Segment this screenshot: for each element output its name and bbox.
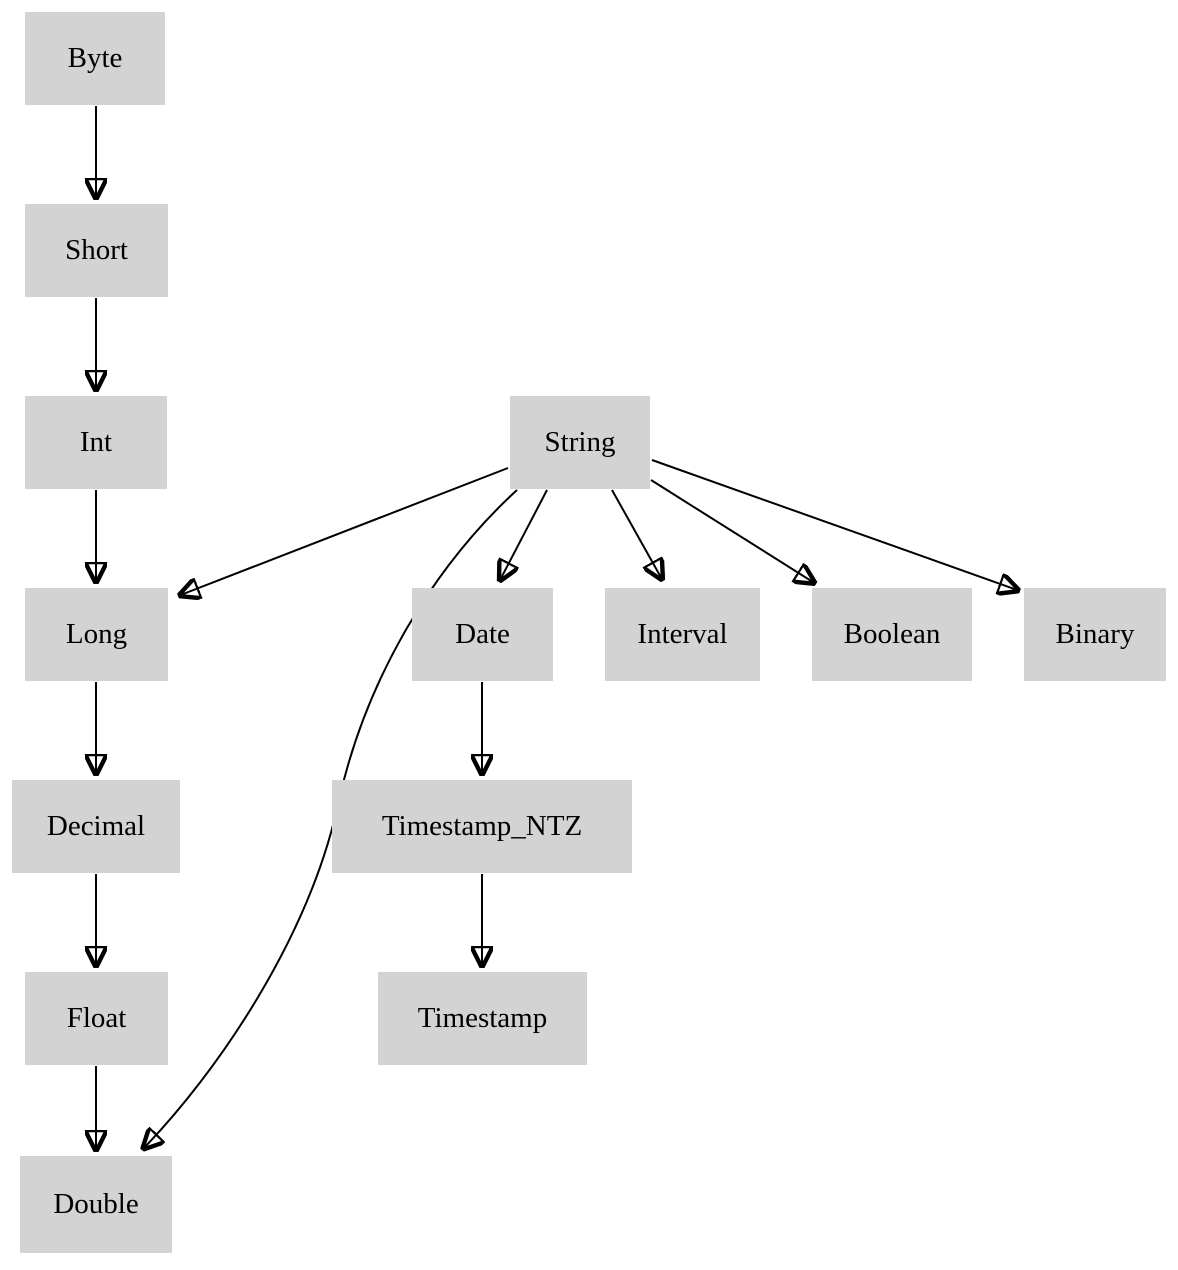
edge-string-boolean [650,479,816,584]
node-binary: Binary [1024,588,1166,681]
node-double: Double [20,1156,172,1253]
node-long: Long [25,588,168,681]
edge-string-date [499,489,548,582]
node-decimal: Decimal [12,780,180,873]
node-boolean: Boolean [812,588,972,681]
node-timestamp: Timestamp [378,972,587,1065]
node-date: Date [412,588,553,681]
node-string: String [510,396,650,489]
edge-string-binary [651,459,1020,591]
node-int: Int [25,396,167,489]
edge-string-long [178,467,509,596]
node-byte: Byte [25,12,165,105]
node-float: Float [25,972,168,1065]
node-timestamp-ntz: Timestamp_NTZ [332,780,632,873]
node-interval: Interval [605,588,760,681]
node-short: Short [25,204,168,297]
edge-string-interval [611,489,663,581]
